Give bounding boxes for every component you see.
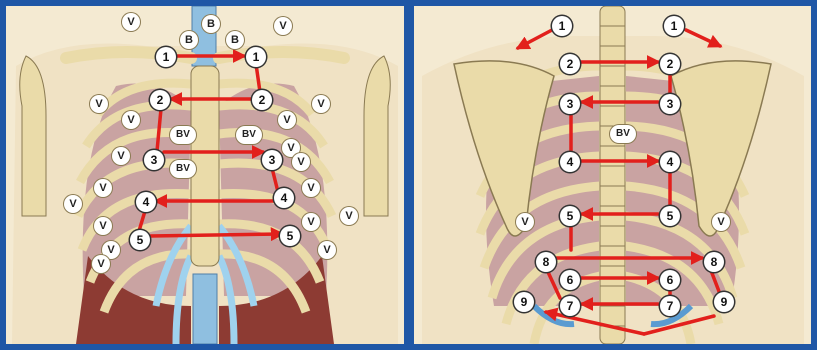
v-label: V — [302, 212, 320, 231]
point-5-right: 5 — [660, 206, 680, 226]
v-label: V — [92, 254, 110, 273]
v-label: V — [302, 178, 320, 197]
v-label: V — [112, 146, 130, 165]
v-label: V — [312, 94, 330, 113]
point-6-left: 6 — [560, 270, 580, 290]
point-2-right: 2 — [660, 54, 680, 74]
posterior-back-panel: V V BV 1 1 2 2 3 3 4 4 5 5 6 6 7 7 8 8 9… — [414, 6, 811, 344]
point-3-right: 3 — [262, 150, 282, 170]
point-9-right: 9 — [714, 292, 734, 312]
point-3-right: 3 — [660, 94, 680, 114]
point-4-left: 4 — [560, 152, 580, 172]
point-7-right: 7 — [660, 296, 680, 316]
point-5-left: 5 — [130, 230, 150, 250]
point-2-left: 2 — [560, 54, 580, 74]
v-label: V — [122, 110, 140, 129]
point-4-right: 4 — [274, 188, 294, 208]
point-3-left: 3 — [144, 150, 164, 170]
point-1-left: 1 — [156, 47, 176, 67]
point-5-right: 5 — [280, 226, 300, 246]
anterior-chest-panel: V V V V V V V V V V V V V V V V V V B B … — [6, 6, 404, 344]
v-label: V — [712, 212, 730, 231]
point-1-right: 1 — [246, 47, 266, 67]
v-label: V — [64, 194, 82, 213]
b-label: B — [202, 14, 220, 33]
point-8-right: 8 — [704, 252, 724, 272]
v-label: V — [292, 152, 310, 171]
v-label: V — [516, 212, 534, 231]
v-label: V — [318, 240, 336, 259]
point-4-left: 4 — [136, 192, 156, 212]
b-label: B — [180, 30, 198, 49]
point-2-left: 2 — [150, 90, 170, 110]
v-label: V — [94, 216, 112, 235]
bv-label: BV — [236, 124, 262, 144]
v-label: V — [274, 16, 292, 35]
point-7-left: 7 — [560, 296, 580, 316]
bv-label: BV — [170, 158, 196, 178]
point-9-left: 9 — [514, 292, 534, 312]
point-1-right: 1 — [664, 16, 684, 36]
v-label: V — [278, 110, 296, 129]
v-label: V — [340, 206, 358, 225]
bv-label: BV — [170, 124, 196, 144]
point-5-left: 5 — [560, 206, 580, 226]
v-label: V — [122, 12, 140, 31]
point-3-left: 3 — [560, 94, 580, 114]
bv-label: BV — [610, 123, 636, 143]
point-2-right: 2 — [252, 90, 272, 110]
point-8-left: 8 — [536, 252, 556, 272]
v-label: V — [90, 94, 108, 113]
v-label: V — [94, 178, 112, 197]
point-1-left: 1 — [552, 16, 572, 36]
point-4-right: 4 — [660, 152, 680, 172]
point-6-right: 6 — [660, 270, 680, 290]
b-label: B — [226, 30, 244, 49]
